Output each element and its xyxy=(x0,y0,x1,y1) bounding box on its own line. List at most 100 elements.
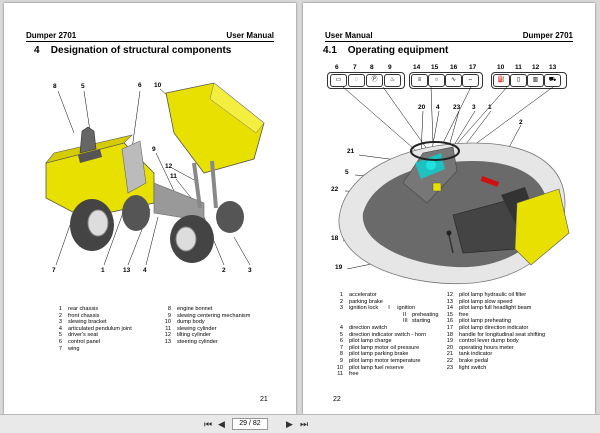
page-number: 22 xyxy=(333,396,341,403)
legend-item: 18 handle for longitudinal seat shifting xyxy=(443,332,545,339)
legend-item-number: 23 xyxy=(443,365,453,372)
legend-item: 17pilot lamp direction indicator xyxy=(443,325,545,332)
callout-label: 18 xyxy=(331,235,338,242)
legend-item-number: 4 xyxy=(333,325,343,332)
legend-item-number: 3 xyxy=(333,305,343,312)
legend-sub-text: ignition xyxy=(397,305,415,311)
legend-item-number: 6 xyxy=(333,338,343,345)
right-page: User Manual Dumper 2701 4.1 Operating eq… xyxy=(303,3,595,414)
legend-item-text: pilot lamp slow speed xyxy=(459,299,512,305)
legend-item-text: pilot lamp motor oil pressure xyxy=(349,345,419,351)
legend-item: 6 pilot lamp charge xyxy=(333,338,438,345)
legend-item-number: 11 xyxy=(161,326,171,333)
callout-label: 2 xyxy=(519,119,523,126)
callout-label: 5 xyxy=(81,83,85,90)
callout-label: 20 xyxy=(418,104,425,111)
prev-page-icon[interactable]: ◀ xyxy=(218,419,225,429)
callout-label: 23 xyxy=(453,104,460,111)
callout-label: 13 xyxy=(123,267,130,274)
legend-item-text: pilot lamp fuel reserve xyxy=(349,365,404,371)
legend-item-number: 8 xyxy=(333,351,343,358)
legend-item-text: slewing centering mechanism xyxy=(177,313,250,319)
legend-item: 1rear chassis xyxy=(52,306,132,313)
legend-item-text: pilot lamp direction indicator xyxy=(459,325,528,331)
callout-label: 4 xyxy=(436,104,440,111)
legend-sub-position: III xyxy=(403,318,412,325)
legend-item-text: pilot lamp preheating xyxy=(459,318,511,324)
legend-item: 7 pilot lamp motor oil pressure xyxy=(333,345,438,352)
page-number-input[interactable] xyxy=(232,418,268,430)
legend-item-text: direction indicator switch - horn xyxy=(349,332,426,338)
legend-item-number: 21 xyxy=(443,351,453,358)
legend-item-number: 19 xyxy=(443,338,453,345)
callout-label: 1 xyxy=(488,104,492,111)
legend-sub-position: I xyxy=(388,305,397,312)
last-page-icon[interactable]: ⏭ xyxy=(300,419,308,429)
legend-item: 3 ignition lock Iignition xyxy=(333,305,438,312)
legend-item-text: pilot lamp full headlight beam xyxy=(459,305,531,311)
legend-item-text: front chassis xyxy=(68,313,99,319)
callout-label: 10 xyxy=(154,82,161,89)
legend-item-number: 5 xyxy=(333,332,343,339)
legend-item-text: slewing bracket xyxy=(68,319,107,325)
legend-sub-text: starting xyxy=(412,318,430,324)
callout-label: 4 xyxy=(143,267,147,274)
legend-sub-position: II xyxy=(403,312,412,319)
legend-item: 4 articulated pendulum joint xyxy=(52,326,132,333)
legend-item-number: 22 xyxy=(443,358,453,365)
legend-item-number: 18 xyxy=(443,332,453,339)
legend-item-number: 15 xyxy=(443,312,453,319)
legend-item-number: 2 xyxy=(333,299,343,306)
legend-item-text: ignition lock xyxy=(349,305,378,311)
legend-item-number: 13 xyxy=(161,339,171,346)
legend-item: 3 slewing bracket xyxy=(52,319,132,326)
legend-item-number: 7 xyxy=(52,346,62,353)
legend-item: 5driver's seat xyxy=(52,332,132,339)
legend-item-number: 1 xyxy=(333,292,343,299)
legend-item-number: 10 xyxy=(161,319,171,326)
legend-item-text: control lever dump body xyxy=(459,338,519,344)
legend-item-text: parking brake xyxy=(349,299,383,305)
legend-item-text: free xyxy=(349,371,359,377)
first-page-icon[interactable]: ⏮ xyxy=(204,419,212,429)
callout-label: 3 xyxy=(472,104,476,111)
dumper-illustration xyxy=(4,3,296,303)
legend-item-text: pilot lamp hydraulic oil filter xyxy=(459,292,526,298)
legend-item: 2front chassis xyxy=(52,313,132,320)
legend-item-text: brake pedal xyxy=(459,358,488,364)
callout-label: 7 xyxy=(52,267,56,274)
legend-item: 13pilot lamp slow speed xyxy=(443,299,545,306)
legend-item-text: control panel xyxy=(68,339,100,345)
legend-item: 13steering cylinder xyxy=(161,339,250,346)
legend-item-text: handle for longitudinal seat shifting xyxy=(459,332,545,338)
legend-item: 10 pilot lamp fuel reserve xyxy=(333,365,438,372)
callout-label: 6 xyxy=(138,82,142,89)
legend-item-number: 3 xyxy=(52,319,62,326)
legend-item-number: 12 xyxy=(443,292,453,299)
next-page-icon[interactable]: ▶ xyxy=(286,419,293,429)
legend-item: 8 pilot lamp parking brake xyxy=(333,351,438,358)
legend-item: 5 direction indicator switch - horn xyxy=(333,332,438,339)
callout-label: 12 xyxy=(165,163,172,170)
legend-item-text: driver's seat xyxy=(68,332,98,338)
callout-label: 19 xyxy=(335,264,342,271)
legend-item: 7wing xyxy=(52,346,132,353)
legend-item: 16pilot lamp preheating xyxy=(443,318,545,325)
legend-item-text: pilot lamp parking brake xyxy=(349,351,408,357)
legend-item-text: pilot lamp charge xyxy=(349,338,392,344)
legend-item-text: articulated pendulum joint xyxy=(68,326,132,332)
page-number: 21 xyxy=(260,396,268,403)
legend-item-number: 12 xyxy=(161,332,171,339)
legend-item-number: 7 xyxy=(333,345,343,352)
legend-item-number: 4 xyxy=(52,326,62,333)
legend-item: 9pilot lamp motor temperature xyxy=(333,358,438,365)
legend-item-number: 10 xyxy=(333,365,343,372)
